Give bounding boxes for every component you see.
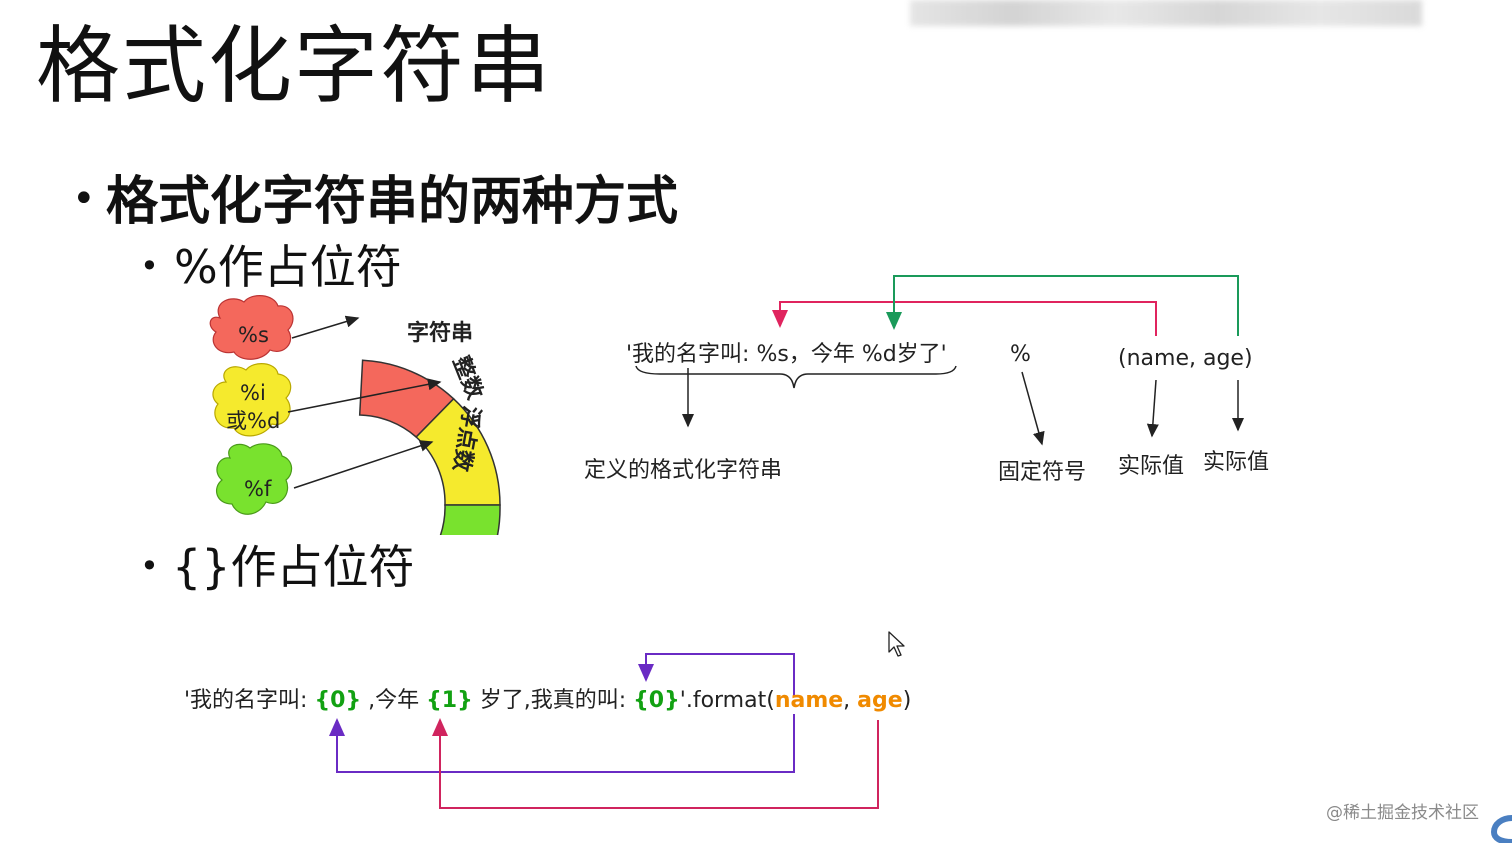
fmt-comma: , <box>843 688 858 713</box>
cloud-percent-f: %f <box>215 443 293 515</box>
placeholder-0-again: {0} <box>633 688 680 713</box>
arrow-s-to-string <box>291 315 360 339</box>
cloud-label-d: 或%d <box>226 409 280 433</box>
format-example-arrows <box>329 653 879 809</box>
cloud-label-f: %f <box>244 477 272 501</box>
label-actual-value-2: 实际值 <box>1203 450 1270 475</box>
arg-name: name <box>774 688 844 713</box>
arrow-f-to-float <box>293 440 434 489</box>
bullet-two-ways: 格式化字符串的两种方式 <box>106 172 679 232</box>
bullet-dot: • <box>72 176 96 222</box>
arrow-age-to-ph1 <box>432 718 879 809</box>
arrow-name-to-ph0 <box>329 714 795 773</box>
fmt-text-part2: ,今年 <box>361 688 427 713</box>
arrow-d-to-int <box>287 378 442 413</box>
cloud-percent-s: %s <box>209 295 294 360</box>
arc-segment-string: 字符串 <box>358 320 473 439</box>
percent-example-diagram <box>635 275 1244 446</box>
arc-label-string: 字符串 <box>407 320 473 346</box>
blurred-header-banner <box>910 0 1422 26</box>
format-example-string: '我的名字叫: {0} ,今年 {1} 岁了,我真的叫: {0}'.format… <box>184 686 911 716</box>
corner-logo-icon <box>1490 815 1512 843</box>
placeholder-0: {0} <box>314 688 362 713</box>
percent-args: (name, age) <box>1118 346 1253 371</box>
fmt-text-part4: '.format( <box>679 688 775 713</box>
arrow-name-to-s <box>772 301 1157 336</box>
arrow-age-to-d <box>886 275 1239 336</box>
cloud-label-s: %s <box>238 323 269 347</box>
template-brace <box>635 365 957 389</box>
slide-title: 格式化字符串 <box>36 17 553 115</box>
label-fixed-symbol: 固定符号 <box>998 460 1087 485</box>
placeholder-1: {1} <box>426 688 473 713</box>
percent-symbol: % <box>1010 342 1031 367</box>
arrow-name-to-ph0b <box>638 653 795 696</box>
watermark: @稀土掘金技术社区 <box>1326 803 1479 823</box>
sub-bullet-percent-placeholder: %作占位符 <box>174 240 402 294</box>
percent-type-diagram: 字符串 整数 浮点数 %s %i 或%d %f <box>209 295 501 535</box>
cloud-label-i: %i <box>240 381 266 405</box>
label-actual-value-1: 实际值 <box>1118 454 1185 479</box>
arc-label-int: 整数 <box>447 353 488 404</box>
cloud-percent-i-d: %i 或%d <box>212 363 292 437</box>
sub-bullet-brace-placeholder: {}作占位符 <box>172 540 415 594</box>
fmt-text-part3: 岁了,我真的叫: <box>472 688 634 713</box>
fmt-text-part1: '我的名字叫: <box>184 688 315 713</box>
sub-bullet-dot: • <box>140 547 159 585</box>
arrow-to-value1-label <box>1146 379 1159 438</box>
arg-age: age <box>857 688 903 713</box>
percent-template-string: '我的名字叫: %s，今年 %d岁了' <box>626 342 947 367</box>
sub-bullet-dot: • <box>140 247 159 285</box>
mouse-cursor-icon <box>888 631 905 657</box>
fmt-close-paren: ) <box>902 688 912 713</box>
arc-segment-int: 整数 <box>415 353 501 506</box>
arrow-to-symbol-label <box>1021 371 1045 446</box>
label-defined-format-string: 定义的格式化字符串 <box>584 458 783 483</box>
